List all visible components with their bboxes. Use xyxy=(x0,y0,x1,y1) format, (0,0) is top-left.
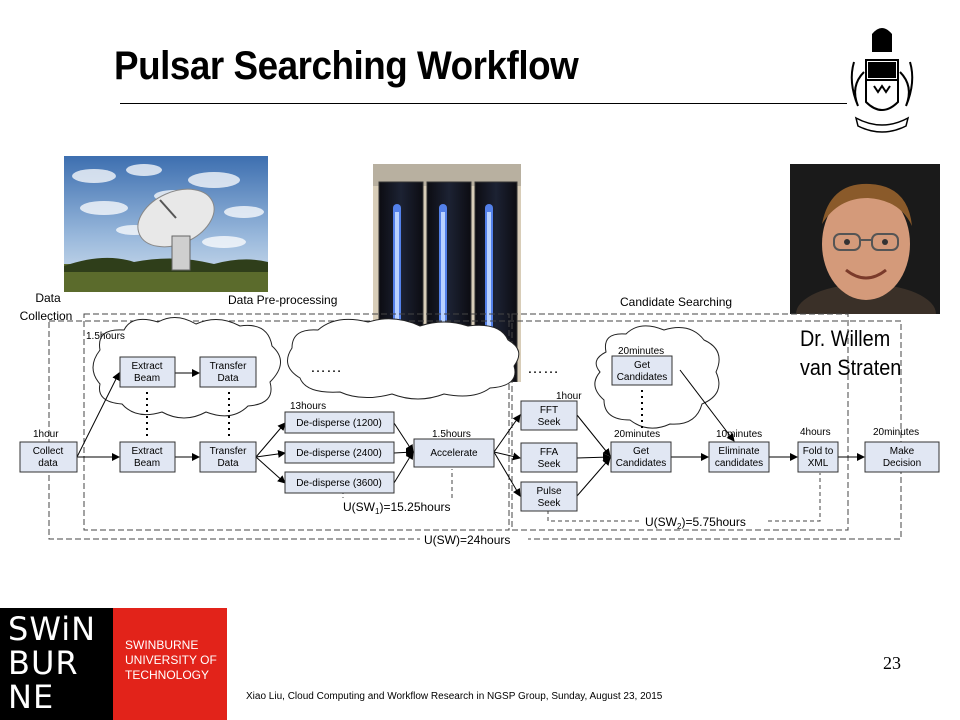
svg-text:Extract: Extract xyxy=(131,361,162,372)
phase-data-collection-line2: Collection xyxy=(20,309,73,323)
svg-text:Seek: Seek xyxy=(538,417,562,428)
svg-text:De-disperse (2400): De-disperse (2400) xyxy=(296,448,382,459)
svg-text:Transfer: Transfer xyxy=(210,446,248,457)
duration-accelerate: 1.5hours xyxy=(432,429,471,440)
task-fold-to-xml: Fold to XML xyxy=(797,441,839,473)
svg-text:data: data xyxy=(38,458,58,469)
ellipsis-left: …… xyxy=(310,359,342,376)
logo-university-name: SWINBURNE UNIVERSITY OF TECHNOLOGY xyxy=(125,638,217,682)
task-transfer-data: Transfer Data xyxy=(199,441,257,473)
candidate-searching-frame xyxy=(511,313,849,531)
swinburne-logo: SWiN BUR NE SWINBURNE UNIVERSITY OF TECH… xyxy=(0,608,227,720)
logo-word-3: NE xyxy=(8,678,55,716)
task-make-decision: Make Decision xyxy=(864,441,940,473)
researcher-portrait-photo xyxy=(790,164,940,314)
duration-collect: 1hour xyxy=(33,429,59,440)
svg-text:Pulse: Pulse xyxy=(536,486,561,497)
svg-text:candidates: candidates xyxy=(715,458,763,469)
title-underline xyxy=(120,103,847,104)
task-dedisperse-2400: De-disperse (2400) xyxy=(284,441,395,464)
logo-wordmark-panel: SWiN BUR NE xyxy=(0,608,113,720)
task-ffa-seek: FFA Seek xyxy=(520,442,578,473)
task-extract-beam: Extract Beam xyxy=(119,441,176,473)
task-pulse-seek: Pulse Seek xyxy=(520,481,578,512)
page-number: 23 xyxy=(883,653,901,673)
svg-text:De-disperse (1200): De-disperse (1200) xyxy=(296,418,382,429)
workflow-diagram: Data Collection Data Pre-processing Cand… xyxy=(19,291,940,547)
slide-footer: Xiao Liu, Cloud Computing and Workflow R… xyxy=(246,691,663,702)
utility-sw2: U(SW2)=5.75hours xyxy=(645,515,746,531)
logo-word-1: SWiN xyxy=(8,610,97,648)
utility-sw1: U(SW1)=15.25hours xyxy=(343,500,451,516)
task-transfer-data-top: Transfer Data xyxy=(199,356,257,388)
duration-extract: 1.5hours xyxy=(86,331,125,342)
svg-text:Candidates: Candidates xyxy=(617,372,668,383)
svg-text:Get: Get xyxy=(634,360,650,371)
extract-transfer-cloud xyxy=(92,317,281,419)
svg-text:FFA: FFA xyxy=(540,447,559,458)
caption-line-2: van Straten xyxy=(800,355,902,380)
svg-text:Collect: Collect xyxy=(33,446,64,457)
svg-text:Seek: Seek xyxy=(538,459,562,470)
svg-text:Data: Data xyxy=(217,373,239,384)
svg-text:Get: Get xyxy=(633,446,649,457)
svg-text:FFT: FFT xyxy=(540,405,558,416)
svg-text:Data: Data xyxy=(217,458,239,469)
logo-university-panel: SWINBURNE UNIVERSITY OF TECHNOLOGY xyxy=(113,608,227,720)
svg-text:Fold to: Fold to xyxy=(803,446,834,457)
dedisperse-cloud xyxy=(287,318,520,400)
svg-text:Accelerate: Accelerate xyxy=(430,448,478,459)
phase-data-preprocessing: Data Pre-processing xyxy=(228,293,337,307)
svg-text:Candidates: Candidates xyxy=(616,458,667,469)
task-collect-data: Collect data xyxy=(19,441,78,473)
caption-line-1: Dr. Willem xyxy=(800,326,891,351)
task-accelerate: Accelerate xyxy=(413,438,495,468)
duration-get-top: 20minutes xyxy=(618,346,664,357)
svg-text:Transfer: Transfer xyxy=(210,361,248,372)
svg-text:Seek: Seek xyxy=(538,498,562,509)
duration-seek: 1hour xyxy=(556,391,582,402)
task-get-candidates-top: Get Candidates xyxy=(611,355,673,386)
task-eliminate-candidates: Eliminate candidates xyxy=(708,441,770,473)
duration-get: 20minutes xyxy=(614,429,660,440)
utility-total: U(SW)=24hours xyxy=(424,533,510,547)
duration-fold: 4hours xyxy=(800,427,831,438)
svg-text:Decision: Decision xyxy=(883,458,921,469)
ellipsis-right: …… xyxy=(527,360,559,377)
task-dedisperse-1200: De-disperse (1200) xyxy=(284,411,395,434)
duration-eliminate: 10minutes xyxy=(716,429,762,440)
university-crest-icon xyxy=(850,28,914,133)
duration-dedisperse: 13hours xyxy=(290,401,326,412)
slide-title: Pulsar Searching Workflow xyxy=(114,44,579,88)
task-get-candidates: Get Candidates xyxy=(610,441,672,473)
task-dedisperse-3600: De-disperse (3600) xyxy=(284,471,395,494)
svg-text:XML: XML xyxy=(808,458,829,469)
phase-candidate-searching: Candidate Searching xyxy=(620,295,732,309)
phase-data-collection-line1: Data xyxy=(35,291,61,305)
svg-text:Make: Make xyxy=(890,446,915,457)
svg-text:Eliminate: Eliminate xyxy=(718,446,760,457)
svg-text:Beam: Beam xyxy=(134,373,160,384)
svg-text:Beam: Beam xyxy=(134,458,160,469)
duration-decide: 20minutes xyxy=(873,427,919,438)
task-fft-seek: FFT Seek xyxy=(520,400,578,431)
svg-text:Extract: Extract xyxy=(131,446,162,457)
radio-telescope-photo xyxy=(64,156,268,292)
researcher-caption: Dr. Willem van Straten xyxy=(800,324,901,382)
preprocessing-frame xyxy=(83,313,510,531)
task-extract-beam-top: Extract Beam xyxy=(119,356,176,388)
logo-word-2: BUR xyxy=(8,644,79,682)
svg-text:De-disperse (3600): De-disperse (3600) xyxy=(296,478,382,489)
